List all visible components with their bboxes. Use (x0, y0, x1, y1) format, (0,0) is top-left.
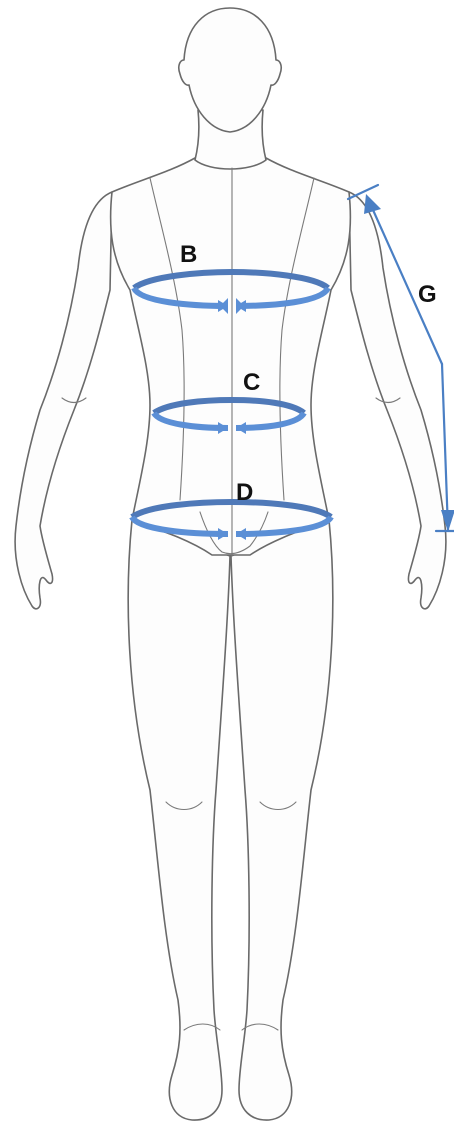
torso (111, 158, 351, 555)
g-arrow-top (364, 194, 381, 214)
g-shoulder-tick (348, 185, 378, 199)
right-leg (128, 520, 230, 1120)
label-c: C (243, 369, 260, 396)
label-g: G (418, 281, 437, 308)
head (179, 8, 281, 132)
left-arm (349, 192, 446, 609)
label-d: D (236, 479, 253, 506)
right-arm (15, 192, 112, 609)
label-b: B (180, 241, 197, 268)
left-leg (231, 520, 333, 1120)
mannequin-body (15, 8, 446, 1120)
